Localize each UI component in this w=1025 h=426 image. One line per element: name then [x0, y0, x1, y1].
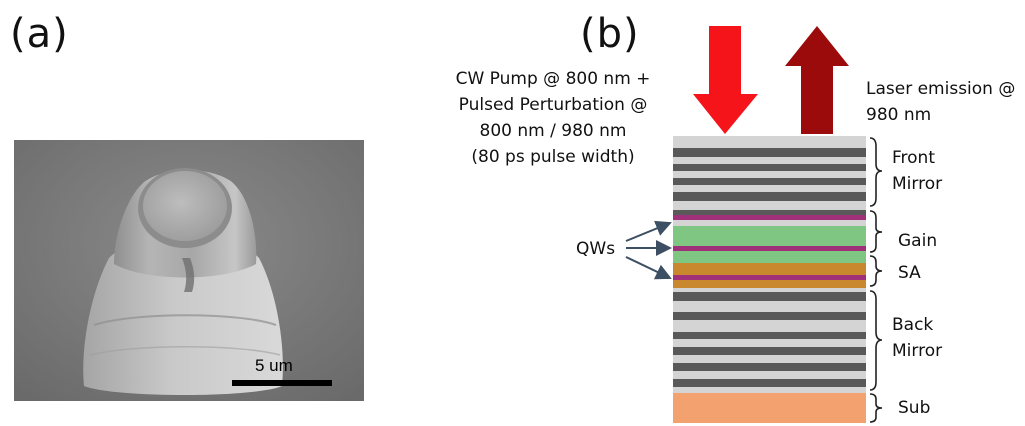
pump-annotation: CW Pump @ 800 nm + Pulsed Perturbation @… [433, 66, 673, 170]
region-brackets [869, 137, 883, 423]
front-mirror-layer [673, 171, 866, 178]
substrate-label: Sub [898, 398, 931, 418]
front-mirror-layer [673, 148, 866, 157]
panel-label-b: (b) [580, 11, 640, 57]
qw-pointer-arrows [625, 220, 672, 280]
substrate-layer [673, 393, 866, 423]
front-mirror-layer [673, 201, 866, 210]
panel-label-a: (a) [10, 11, 69, 57]
quantum-well-layer [673, 215, 866, 220]
sem-micrograph [14, 140, 364, 401]
saturable-absorber-layer [673, 280, 866, 288]
front-mirror-layer [673, 192, 866, 201]
quantum-well-layer [673, 246, 866, 251]
gain-layer [673, 251, 866, 263]
back-mirror-layer [673, 371, 866, 379]
emission-line-1: Laser emission @ [866, 79, 1016, 99]
sa-label: SA [898, 263, 921, 283]
gain-layer [673, 226, 866, 246]
front-mirror-layer [673, 185, 866, 192]
front-mirror-label: Front Mirror [892, 148, 943, 194]
front-mirror-layer [673, 164, 866, 171]
back-mirror-layer [673, 379, 866, 387]
pump-line-2: Pulsed Perturbation @ [458, 95, 648, 115]
emission-arrow-icon [785, 26, 849, 134]
quantum-well-layer [673, 275, 866, 280]
back-mirror-layer [673, 301, 866, 312]
pump-line-3: 800 nm / 980 nm [479, 121, 627, 141]
emission-line-2: 980 nm [866, 105, 932, 125]
back-mirror-layer [673, 355, 866, 363]
back-mirror-layer [673, 312, 866, 320]
back-mirror-layer [673, 347, 866, 355]
emission-annotation: Laser emission @ 980 nm [866, 76, 1015, 128]
front-mirror-layer [673, 210, 866, 215]
scale-bar-label: 5 um [255, 356, 293, 375]
pump-arrow-icon [693, 26, 758, 134]
back-mirror-layer [673, 332, 866, 339]
back-mirror-layer [673, 387, 866, 393]
qw-label: QWs [576, 239, 616, 259]
scale-bar [232, 380, 332, 386]
back-mirror-layer [673, 363, 866, 371]
front-mirror-layer [673, 136, 866, 148]
front-mirror-layer [673, 157, 866, 164]
back-mirror-layer [673, 292, 866, 301]
back-mirror-layer [673, 339, 866, 347]
front-mirror-layer [673, 178, 866, 185]
back-mirror-layer [673, 320, 866, 332]
spacer-layer [673, 220, 866, 226]
pump-line-4: (80 ps pulse width) [471, 147, 635, 167]
gain-label: Gain [898, 231, 938, 251]
saturable-absorber-layer [673, 263, 866, 275]
back-mirror-layer [673, 288, 866, 292]
sem-micropillar-image [14, 140, 364, 401]
pump-line-1: CW Pump @ 800 nm + [455, 69, 651, 89]
back-mirror-label: Back Mirror [892, 315, 943, 361]
